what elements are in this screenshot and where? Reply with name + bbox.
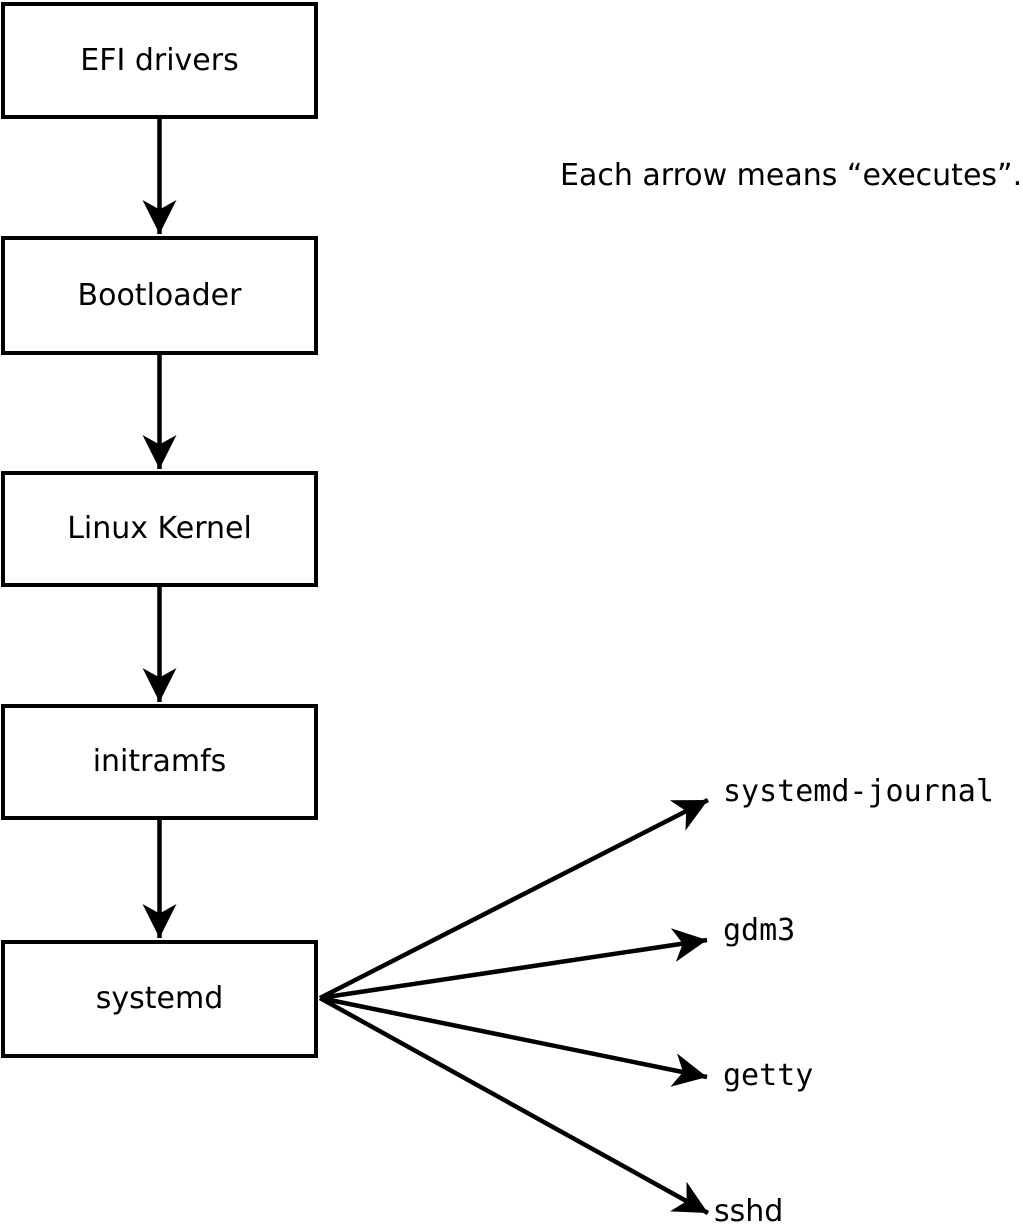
box-systemd: systemd <box>1 940 318 1058</box>
arrow-systemd-to-sshd <box>318 996 710 1215</box>
label-sshd: sshd <box>714 1194 784 1229</box>
box-systemd-label: systemd <box>95 981 224 1016</box>
box-bootloader: Bootloader <box>1 236 318 355</box>
label-gdm3: gdm3 <box>723 913 796 948</box>
box-initramfs-label: initramfs <box>92 744 227 779</box>
box-linux-kernel: Linux Kernel <box>1 471 318 587</box>
box-bootloader-label: Bootloader <box>77 277 242 313</box>
box-linux-kernel-label: Linux Kernel <box>67 511 252 546</box>
box-efi-drivers-label: EFI drivers <box>80 42 239 78</box>
label-systemd-journal: systemd-journal <box>723 774 994 809</box>
arrow-systemd-to-gdm3 <box>319 928 708 1001</box>
arrow-systemd-to-getty <box>319 995 708 1087</box>
arrow-systemd-to-systemd-journal <box>318 797 710 1001</box>
box-efi-drivers: EFI drivers <box>1 2 318 119</box>
box-initramfs: initramfs <box>1 704 318 820</box>
arrow-meaning-note: Each arrow means “executes”. <box>560 158 1023 193</box>
label-getty: getty <box>723 1058 814 1093</box>
